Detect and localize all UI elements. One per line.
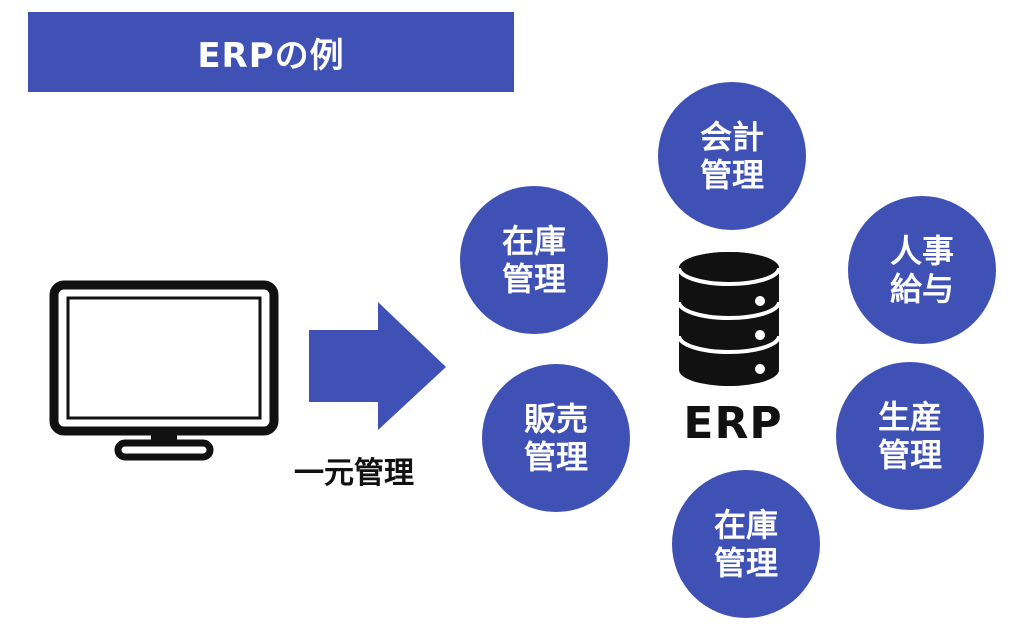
module-label: 会計管理 (699, 117, 764, 194)
module-circle-hr-payroll: 人事給与 (848, 196, 996, 344)
module-circle-production: 生産管理 (836, 362, 984, 510)
module-label: 生産管理 (877, 397, 942, 474)
module-circle-accounting: 会計管理 (658, 82, 806, 230)
module-circle-inventory-top: 在庫管理 (460, 186, 608, 334)
title-banner: ERPの例 (28, 12, 514, 92)
arrow-label: 一元管理 (294, 456, 414, 491)
center-label: ERP (683, 398, 783, 449)
page-title: ERPの例 (197, 35, 345, 76)
monitor-icon (49, 280, 279, 461)
module-label: 販売管理 (523, 399, 588, 476)
module-label: 在庫管理 (713, 505, 778, 582)
module-label: 在庫管理 (501, 221, 566, 298)
module-circle-inventory-bottom: 在庫管理 (672, 470, 820, 618)
right-arrow-icon (309, 302, 446, 430)
module-label: 人事給与 (889, 231, 954, 308)
database-icon (677, 252, 781, 386)
module-circle-sales: 販売管理 (482, 364, 630, 512)
